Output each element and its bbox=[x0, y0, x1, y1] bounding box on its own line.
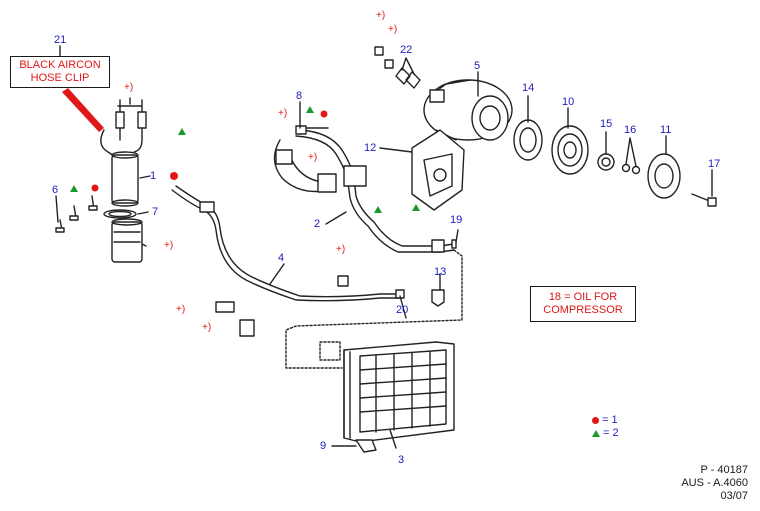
part-number-5: 5 bbox=[474, 60, 481, 72]
hose-clip-line-1: BLACK AIRCON bbox=[19, 59, 101, 71]
legend-triangle-row: = 2 bbox=[592, 427, 619, 439]
legend-dot-row: = 1 bbox=[592, 414, 618, 426]
part-number-8: 8 bbox=[296, 90, 303, 102]
reference-block: P - 40187 AUS - A.4060 03/07 bbox=[681, 464, 748, 503]
reference-code: P - 40187 bbox=[700, 464, 748, 476]
green-triangle-icon bbox=[592, 429, 600, 437]
part-number-16: 16 bbox=[624, 124, 637, 136]
part-number-9: 9 bbox=[320, 440, 327, 452]
legend-dot-text: = 1 bbox=[602, 414, 618, 426]
part-number-10: 10 bbox=[562, 96, 575, 108]
part-number-11: 11 bbox=[660, 124, 672, 136]
hose-clip-line-2: HOSE CLIP bbox=[30, 72, 90, 84]
oil-line-1: 18 = OIL FOR bbox=[548, 291, 618, 303]
plus-marker: +) bbox=[176, 304, 186, 315]
plus-marker: +) bbox=[202, 322, 212, 333]
part-number-3: 3 bbox=[398, 454, 405, 466]
part-number-19: 19 bbox=[450, 214, 463, 226]
part-number-12: 12 bbox=[364, 142, 377, 154]
part-number-15: 15 bbox=[600, 118, 613, 130]
legend-triangle-text: = 2 bbox=[603, 427, 619, 439]
hose-clip-callout: BLACK AIRCON HOSE CLIP bbox=[10, 56, 110, 88]
part-number-20: 20 bbox=[396, 304, 409, 316]
part-number-1: 1 bbox=[150, 170, 157, 182]
plus-marker: +) bbox=[336, 244, 346, 255]
part-number-6: 6 bbox=[52, 184, 59, 196]
part-number-14: 14 bbox=[522, 82, 535, 94]
plus-marker: +) bbox=[388, 24, 398, 35]
plus-marker: +) bbox=[164, 240, 174, 251]
plus-marker: +) bbox=[308, 152, 318, 163]
oil-callout: 18 = OIL FOR COMPRESSOR bbox=[530, 286, 636, 322]
oil-line-2: COMPRESSOR bbox=[543, 304, 623, 316]
part-number-17: 17 bbox=[708, 158, 721, 170]
reference-region: AUS - A.4060 bbox=[681, 477, 748, 489]
part-number-13: 13 bbox=[434, 266, 447, 278]
part-number-21: 21 bbox=[54, 34, 67, 46]
part-number-4: 4 bbox=[278, 252, 285, 264]
reference-date: 03/07 bbox=[720, 490, 748, 502]
plus-marker: +) bbox=[124, 82, 134, 93]
part-number-2: 2 bbox=[314, 218, 321, 230]
part-number-7: 7 bbox=[152, 206, 159, 218]
red-dot-icon bbox=[592, 416, 599, 424]
part-number-22: 22 bbox=[400, 44, 413, 56]
plus-marker: +) bbox=[278, 108, 288, 119]
plus-marker: +) bbox=[376, 10, 386, 21]
